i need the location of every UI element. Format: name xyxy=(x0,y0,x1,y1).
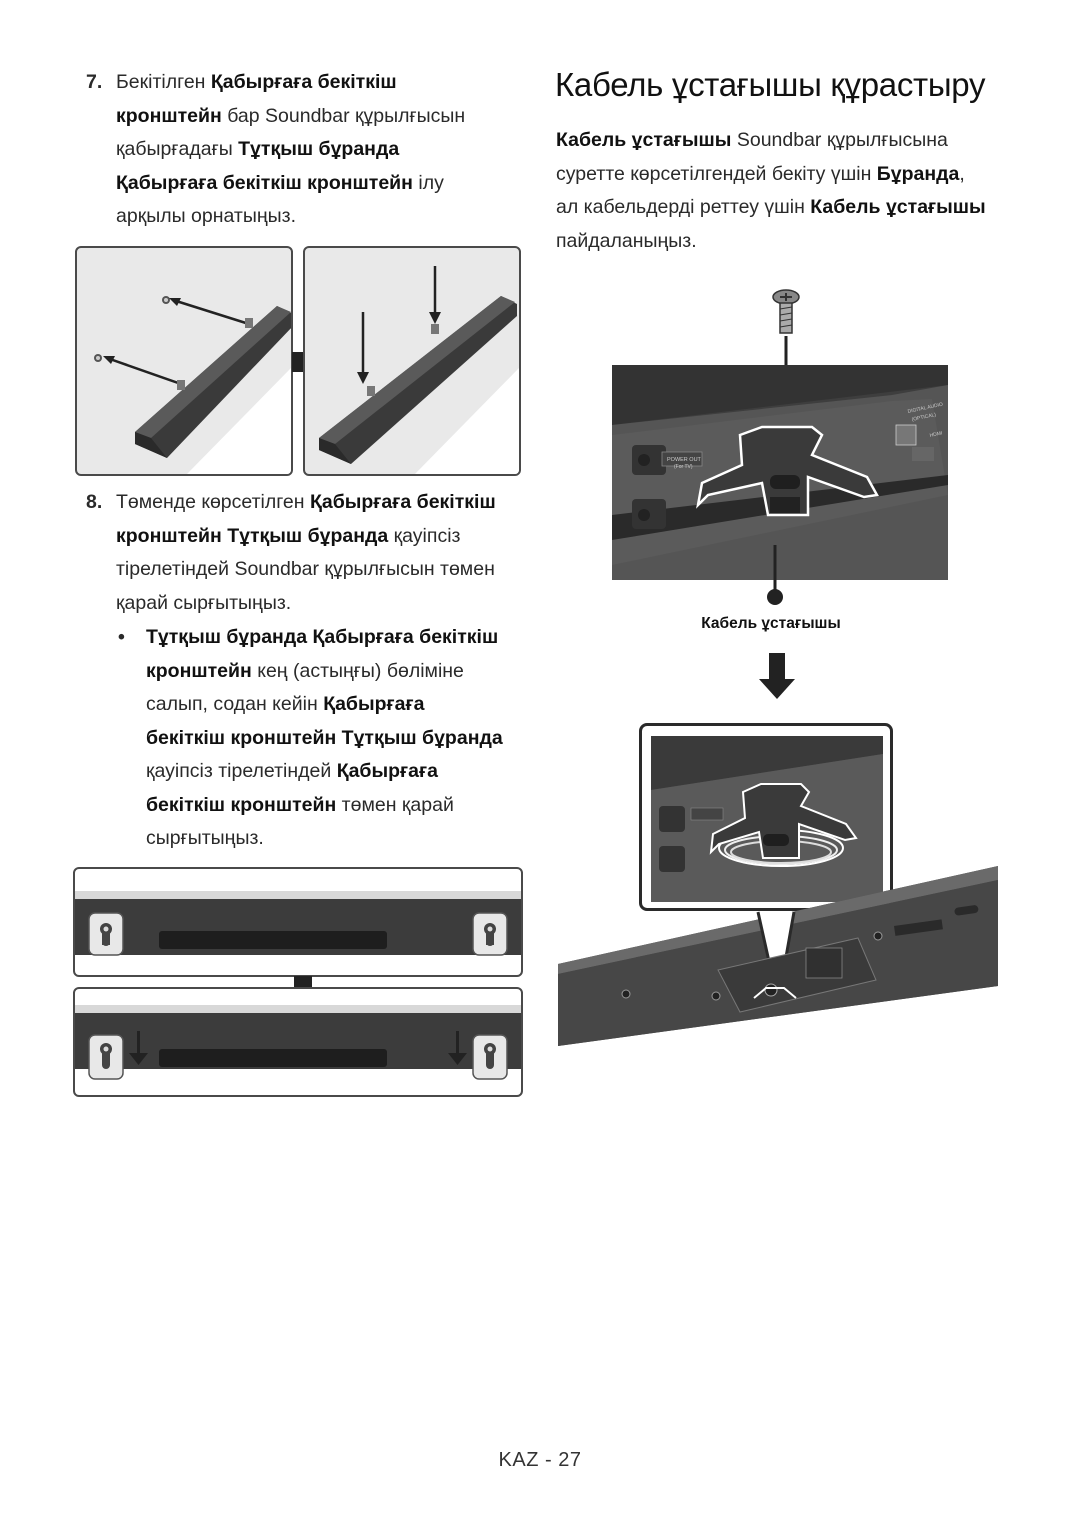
bracket-before-illustration xyxy=(75,891,521,956)
soundbar-bottom-illustration xyxy=(558,866,998,1046)
step-7-number: 7. xyxy=(86,71,103,93)
optical-label: (OPTICAL) xyxy=(911,412,937,423)
step-7-line-4: Қабырғаға бекіткіш кронштейн ілу xyxy=(116,171,444,194)
step-7: 7. Бекітілген Қабырғаға бекіткіш кронште… xyxy=(86,66,526,234)
step-8-line-4: қарай сырғытыңыз. xyxy=(116,591,292,614)
step-7-line-3: қабырғадағы Тұтқыш бұранда xyxy=(116,138,400,160)
bullet-line-3: салып, содан кейін Қабырғаға xyxy=(146,693,425,715)
section-line-1: Кабель ұстағышы Soundbar құрылғысына xyxy=(556,129,948,151)
step-7-line-1: Бекітілген Қабырғаға бекіткіш xyxy=(116,71,397,93)
bullet-line-1: Тұтқыш бұранда Қабырғаға бекіткіш xyxy=(146,626,499,648)
down-arrow-small-right-icon xyxy=(448,1031,467,1065)
step-7-figure-hang xyxy=(75,246,293,476)
bullet-line-7: сырғытыңыз. xyxy=(146,827,264,849)
callout-pointer xyxy=(767,545,783,605)
wall-bracket-right xyxy=(472,912,508,956)
hdmi-label: HDMI xyxy=(929,430,943,439)
step-8-bullet: • Тұтқыш бұранда Қабырғаға бекіткіш крон… xyxy=(118,621,538,856)
cable-holder-illustration: POWER OUT (For TV) DIGITAL AUDIO (OPTICA… xyxy=(612,365,948,580)
section-body: Кабель ұстағышы Soundbar құрылғысына сур… xyxy=(556,124,1026,258)
cable-holder-caption: Кабель ұстағышы xyxy=(701,615,841,632)
cable-holder-detail-frame xyxy=(639,723,893,911)
wall-bracket-right-lowered xyxy=(472,1034,508,1080)
step-7-line-5: арқылы орнатыңыз. xyxy=(116,205,297,227)
cable-holder-part xyxy=(696,425,879,517)
down-arrow-large-icon xyxy=(759,653,795,699)
bracket-after-illustration xyxy=(75,1005,521,1080)
step-7-line-2: кронштейн бар Soundbar құрылғысын xyxy=(116,104,466,127)
bullet-symbol: • xyxy=(118,626,125,648)
cable-holder-detail-image xyxy=(651,736,883,902)
step-8-number: 8. xyxy=(86,491,103,513)
bullet-line-4: бекіткіш кронштейн Тұтқыш бұранда xyxy=(146,726,503,749)
step-8-line-3: тірелетіндей Soundbar құрылғысын төмен xyxy=(116,558,495,580)
power-out-label: POWER OUT xyxy=(667,457,702,463)
down-arrow-small-left-icon xyxy=(129,1031,148,1065)
for-tv-label: (For TV) xyxy=(674,464,693,470)
wall-bracket-left-lowered xyxy=(88,1034,124,1080)
screw-icon xyxy=(772,289,800,334)
step-8-figure-before xyxy=(73,867,523,977)
wall-bracket-left xyxy=(88,912,124,956)
step-7-figure-mounted xyxy=(303,246,521,476)
step-8-line-1: Төменде көрсетілген Қабырғаға бекіткіш xyxy=(116,491,496,513)
soundbar-wall-illustration-1 xyxy=(94,296,291,474)
section-line-4: пайдаланыңыз. xyxy=(556,229,697,252)
bullet-line-2: кронштейн кең (астыңғы) бөліміне xyxy=(146,659,464,682)
section-title: Кабель ұстағышы құрастыру xyxy=(555,66,986,103)
section-line-2: суретте көрсетілгендей бекіту үшін Бұран… xyxy=(556,162,965,185)
soundbar-wall-illustration-2 xyxy=(319,266,519,474)
step-8-line-2: кронштейн Тұтқыш бұранда қауіпсіз xyxy=(116,524,461,547)
bullet-line-6: бекіткіш кронштейн төмен қарай xyxy=(146,793,454,816)
bullet-line-5: қауіпсіз тірелетіндей Қабырғаға xyxy=(146,760,438,782)
step-8-figure-after xyxy=(73,987,523,1097)
step-8: 8. Төменде көрсетілген Қабырғаға бекіткі… xyxy=(86,486,536,620)
section-line-3: ал кабельдерді реттеу үшін Кабель ұстағы… xyxy=(556,196,986,218)
page-number: KAZ - 27 xyxy=(498,1449,582,1471)
